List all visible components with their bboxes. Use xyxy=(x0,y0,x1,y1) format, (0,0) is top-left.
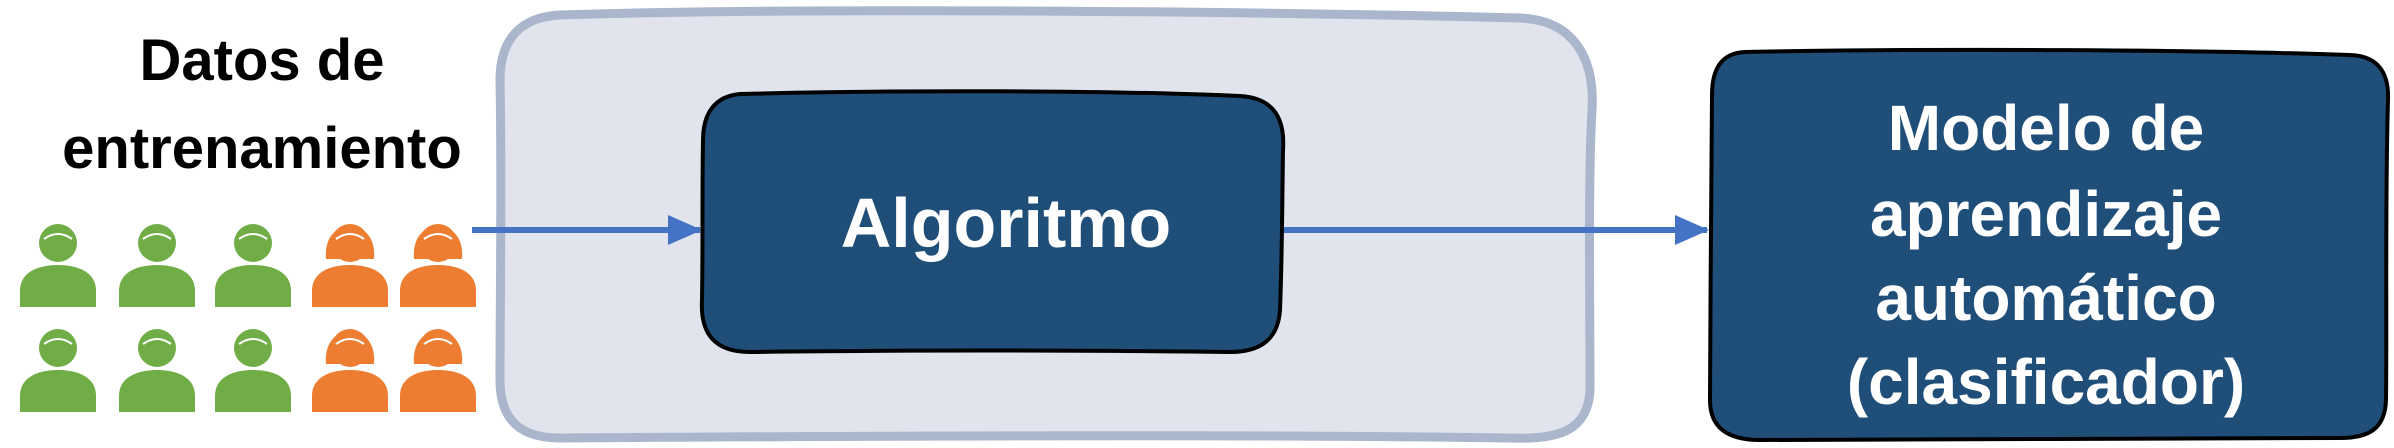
person-icon xyxy=(215,224,291,307)
model-label-line1: Modelo de xyxy=(1888,92,2204,164)
algorithm-label: Algoritmo xyxy=(841,184,1172,262)
person-icon xyxy=(20,224,96,307)
training-data-title-line2: entrenamiento xyxy=(62,116,462,181)
model-label-line3: automático xyxy=(1875,262,2216,334)
algorithm-box xyxy=(699,89,1286,354)
model-box xyxy=(1708,47,2391,442)
model-label-line2: aprendizaje xyxy=(1870,178,2222,250)
training-data-people-grid xyxy=(20,224,476,412)
person-icon xyxy=(400,329,476,412)
person-icon xyxy=(215,329,291,412)
person-icon xyxy=(312,329,388,412)
person-icon xyxy=(400,224,476,307)
person-icon xyxy=(119,329,195,412)
person-icon xyxy=(312,224,388,307)
person-icon xyxy=(20,329,96,412)
person-icon xyxy=(119,224,195,307)
training-data-title-line1: Datos de xyxy=(140,28,385,93)
model-label-line4: (clasificador) xyxy=(1847,346,2245,418)
